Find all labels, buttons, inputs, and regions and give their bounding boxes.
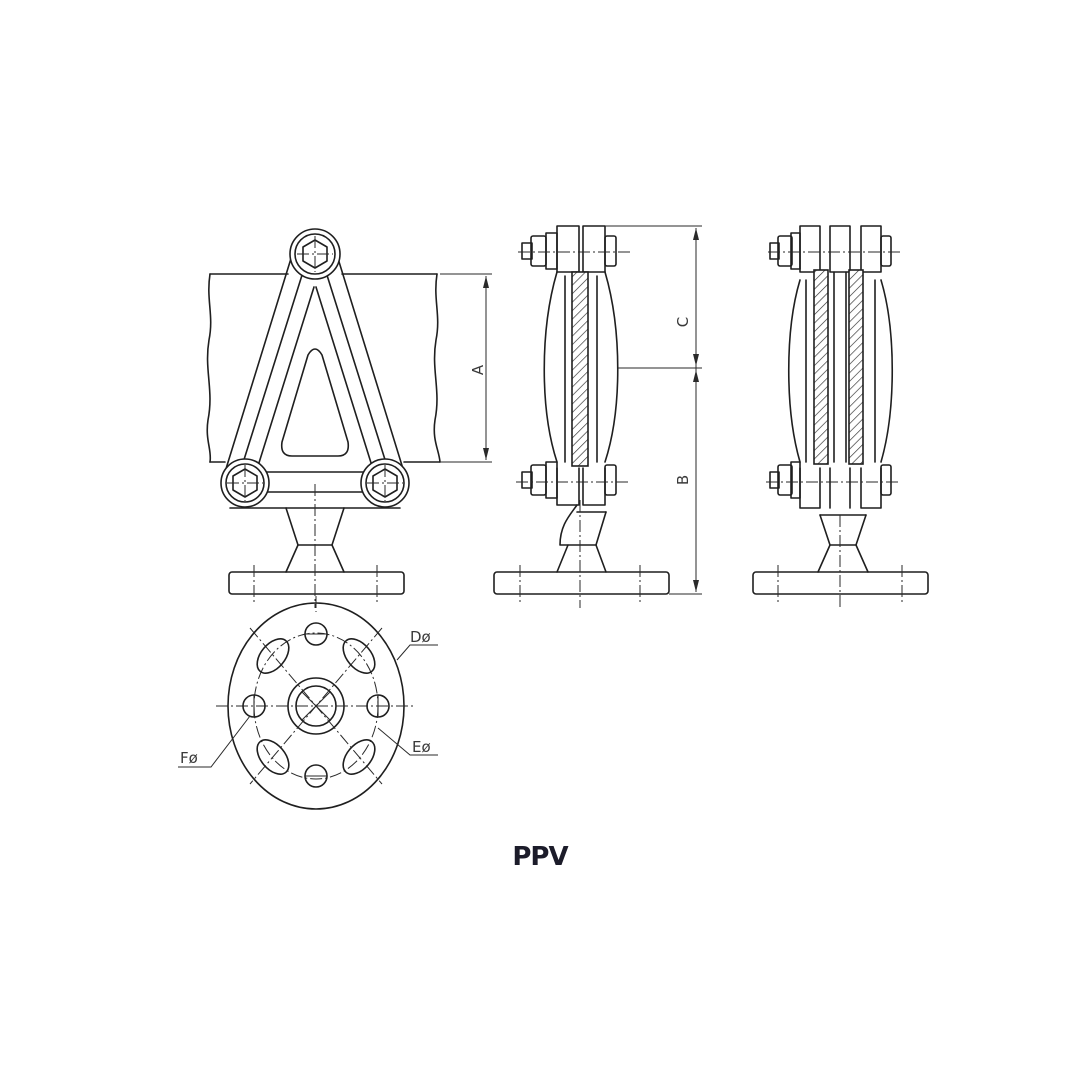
pipe-section (206, 273, 441, 463)
dimension-a: A (440, 273, 492, 463)
dimension-d-label: Dø (410, 628, 431, 646)
model-title: PPV (512, 842, 568, 872)
dimension-c-b: C B (605, 225, 702, 595)
label-d: Dø (396, 628, 438, 661)
base-plan-view: Dø Eø Fø (178, 596, 438, 810)
dimension-e-label: Eø (412, 738, 431, 756)
label-e: Eø (377, 727, 438, 756)
base-plate (228, 571, 405, 595)
dimension-a-label: A (469, 364, 487, 375)
dimension-c-label: C (674, 317, 692, 327)
dimension-b-label: B (674, 475, 692, 485)
side-view-single: C B (493, 225, 702, 608)
top-bolt (289, 228, 341, 280)
dimension-f-label: Fø (180, 749, 198, 767)
side-view-double (752, 225, 929, 608)
bottom-right-bolt (360, 458, 410, 508)
front-view: A (206, 228, 492, 608)
label-f: Fø (178, 715, 251, 768)
bottom-left-bolt (220, 458, 270, 508)
